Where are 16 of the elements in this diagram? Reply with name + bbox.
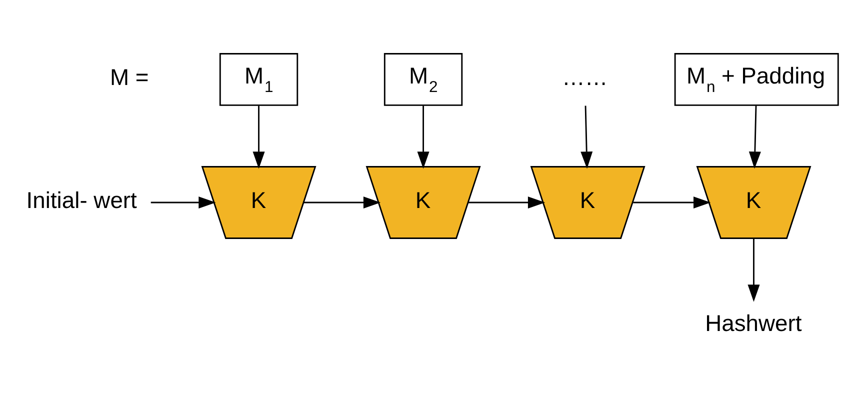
node-box: M$_{2}$ bbox=[384, 52, 463, 106]
arrow bbox=[417, 105, 430, 168]
node-text: …… bbox=[562, 63, 608, 90]
arrow bbox=[748, 238, 760, 302]
arrow bbox=[468, 196, 546, 208]
arrow bbox=[150, 196, 216, 208]
arrow bbox=[252, 105, 265, 168]
node-box: M$_{n}$ + Padding bbox=[674, 52, 839, 106]
node-text: Hashwert bbox=[705, 309, 802, 336]
arrow bbox=[748, 105, 761, 168]
arrow bbox=[580, 105, 593, 168]
node-box: M$_{1}$ bbox=[219, 52, 298, 106]
arrow bbox=[304, 196, 381, 208]
label: M = bbox=[110, 63, 149, 90]
arrow bbox=[633, 196, 711, 208]
node-text: Initial- wert bbox=[26, 186, 137, 212]
